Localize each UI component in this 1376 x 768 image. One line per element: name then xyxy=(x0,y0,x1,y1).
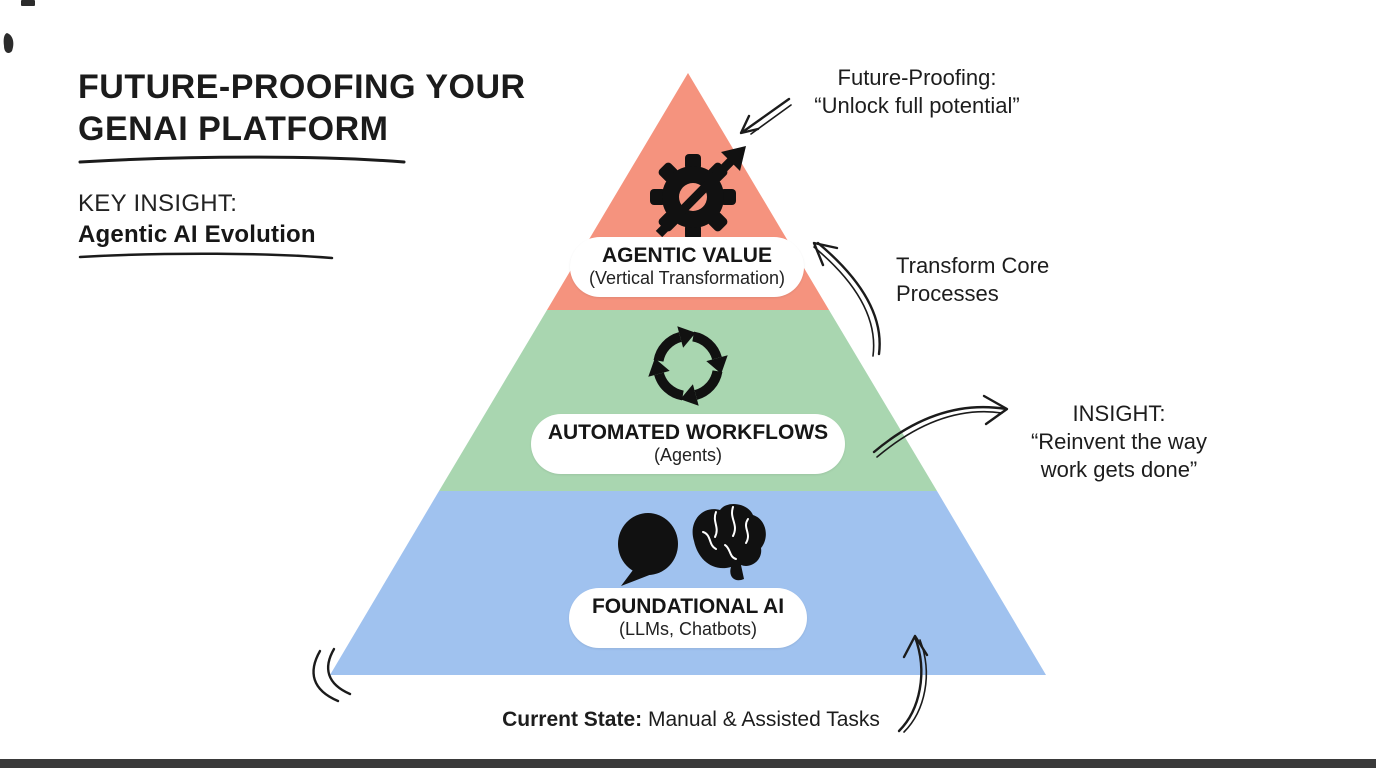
annotation-transform-core: Transform Core Processes xyxy=(896,252,1096,308)
sketch-accent-marks xyxy=(312,647,352,703)
annotation-line: Processes xyxy=(896,280,999,306)
level-name: AUTOMATED WORKFLOWS xyxy=(547,421,829,445)
brain-icon xyxy=(692,503,766,581)
arrow-insight xyxy=(872,394,1009,458)
annotation-current-state: Current State: Manual & Assisted Tasks xyxy=(440,707,942,734)
current-state-label: Current State: xyxy=(502,708,643,731)
gear-growth-arrow-icon xyxy=(650,146,746,240)
page-title-line2: GENAI PLATFORM xyxy=(78,110,389,149)
key-insight-underline xyxy=(78,252,334,260)
current-state-value: Manual & Assisted Tasks xyxy=(647,708,880,731)
page-title-line1: FUTURE-PROOFING YOUR xyxy=(78,68,526,106)
annotation-insight: INSIGHT: “Reinvent the way work gets don… xyxy=(1014,400,1224,484)
annotation-line: “Unlock full potential” xyxy=(814,92,1020,118)
level-label-pill-automated-workflows: AUTOMATED WORKFLOWS (Agents) xyxy=(531,414,845,474)
annotation-line: “Reinvent the way xyxy=(1030,428,1208,454)
level-subtitle: (Vertical Transformation) xyxy=(588,268,786,289)
level-label-pill-agentic-value: AGENTIC VALUE (Vertical Transformation) xyxy=(570,237,804,297)
page-title: FUTURE-PROOFING YOUR GENAI PLATFORM xyxy=(78,66,526,150)
annotation-future-proofing: Future-Proofing: “Unlock full potential” xyxy=(792,64,1042,120)
pyramid-level-bottom xyxy=(330,491,1046,675)
arrow-transform-core xyxy=(812,241,881,357)
bottom-bar xyxy=(0,759,1376,768)
cycle-arrows-icon xyxy=(648,326,728,406)
key-insight-label: KEY INSIGHT: xyxy=(78,190,238,217)
annotation-line: work gets done” xyxy=(1040,456,1198,482)
level-subtitle: (Agents) xyxy=(653,445,723,466)
arrow-to-apex xyxy=(739,97,792,135)
level-label-pill-foundational-ai: FOUNDATIONAL AI (LLMs, Chatbots) xyxy=(569,588,807,648)
annotation-line: INSIGHT: xyxy=(1072,401,1166,426)
level-subtitle: (LLMs, Chatbots) xyxy=(618,619,758,640)
annotation-line: Transform Core xyxy=(896,253,1050,278)
key-insight-value: Agentic AI Evolution xyxy=(78,221,316,248)
level-name: FOUNDATIONAL AI xyxy=(591,595,785,619)
level-name: AGENTIC VALUE xyxy=(602,244,772,268)
annotation-line: Future-Proofing: xyxy=(837,65,997,90)
top-left-artifact-marks xyxy=(3,0,35,54)
arrow-current-state xyxy=(897,634,929,733)
title-underline xyxy=(78,155,406,164)
chat-bubble-icon xyxy=(618,513,678,586)
